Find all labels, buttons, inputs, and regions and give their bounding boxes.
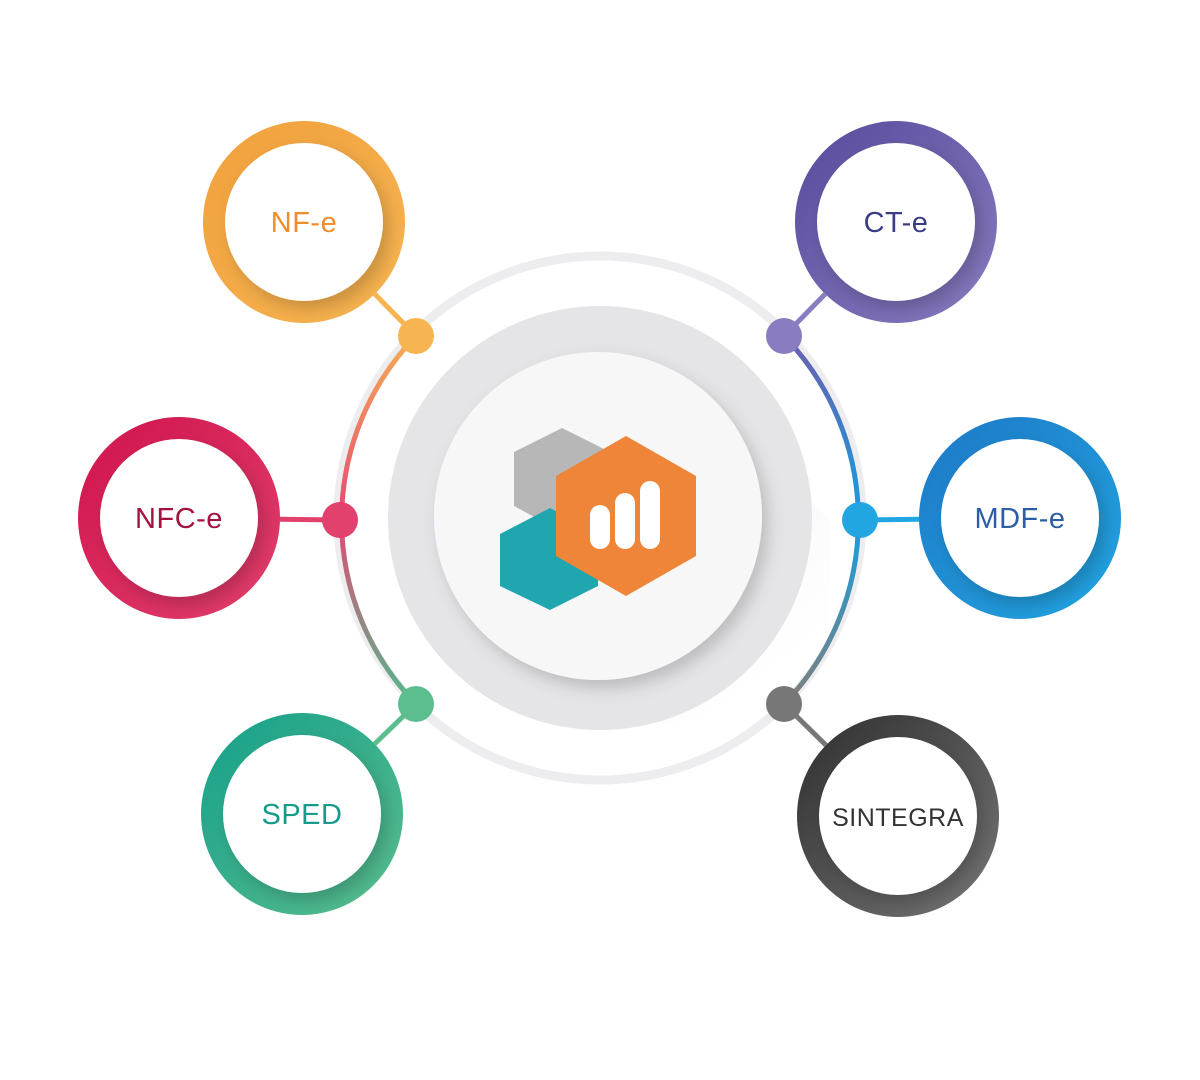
node-disc-sintegra [819,737,977,895]
node-disc-sped [223,735,381,893]
node-sped: SPED [201,686,434,915]
node-label-mdfe: MDF-e [974,503,1065,535]
node-disc-nfce [100,439,258,597]
node-label-sintegra: SINTEGRA [832,804,964,832]
hub-logo-icon [500,428,696,610]
junction-dot-mdfe [842,502,878,538]
junction-dot-cte [766,318,802,354]
junction-dot-nfce [322,502,358,538]
node-label-cte: CT-e [864,207,929,239]
junction-dot-nfe [398,318,434,354]
node-cte: CT-e [766,121,997,354]
node-disc-cte [817,143,975,301]
node-sintegra: SINTEGRA [766,686,999,917]
node-label-nfe: NF-e [271,207,337,239]
node-nfce: NFC-e [78,417,358,619]
junction-dot-sped [398,686,434,722]
node-label-nfce: NFC-e [135,503,223,535]
node-label-sped: SPED [262,799,343,831]
node-mdfe: MDF-e [842,417,1121,619]
node-nfe: NF-e [203,121,434,354]
node-disc-nfe [225,143,383,301]
junction-dot-sintegra [766,686,802,722]
node-disc-mdfe [941,439,1099,597]
